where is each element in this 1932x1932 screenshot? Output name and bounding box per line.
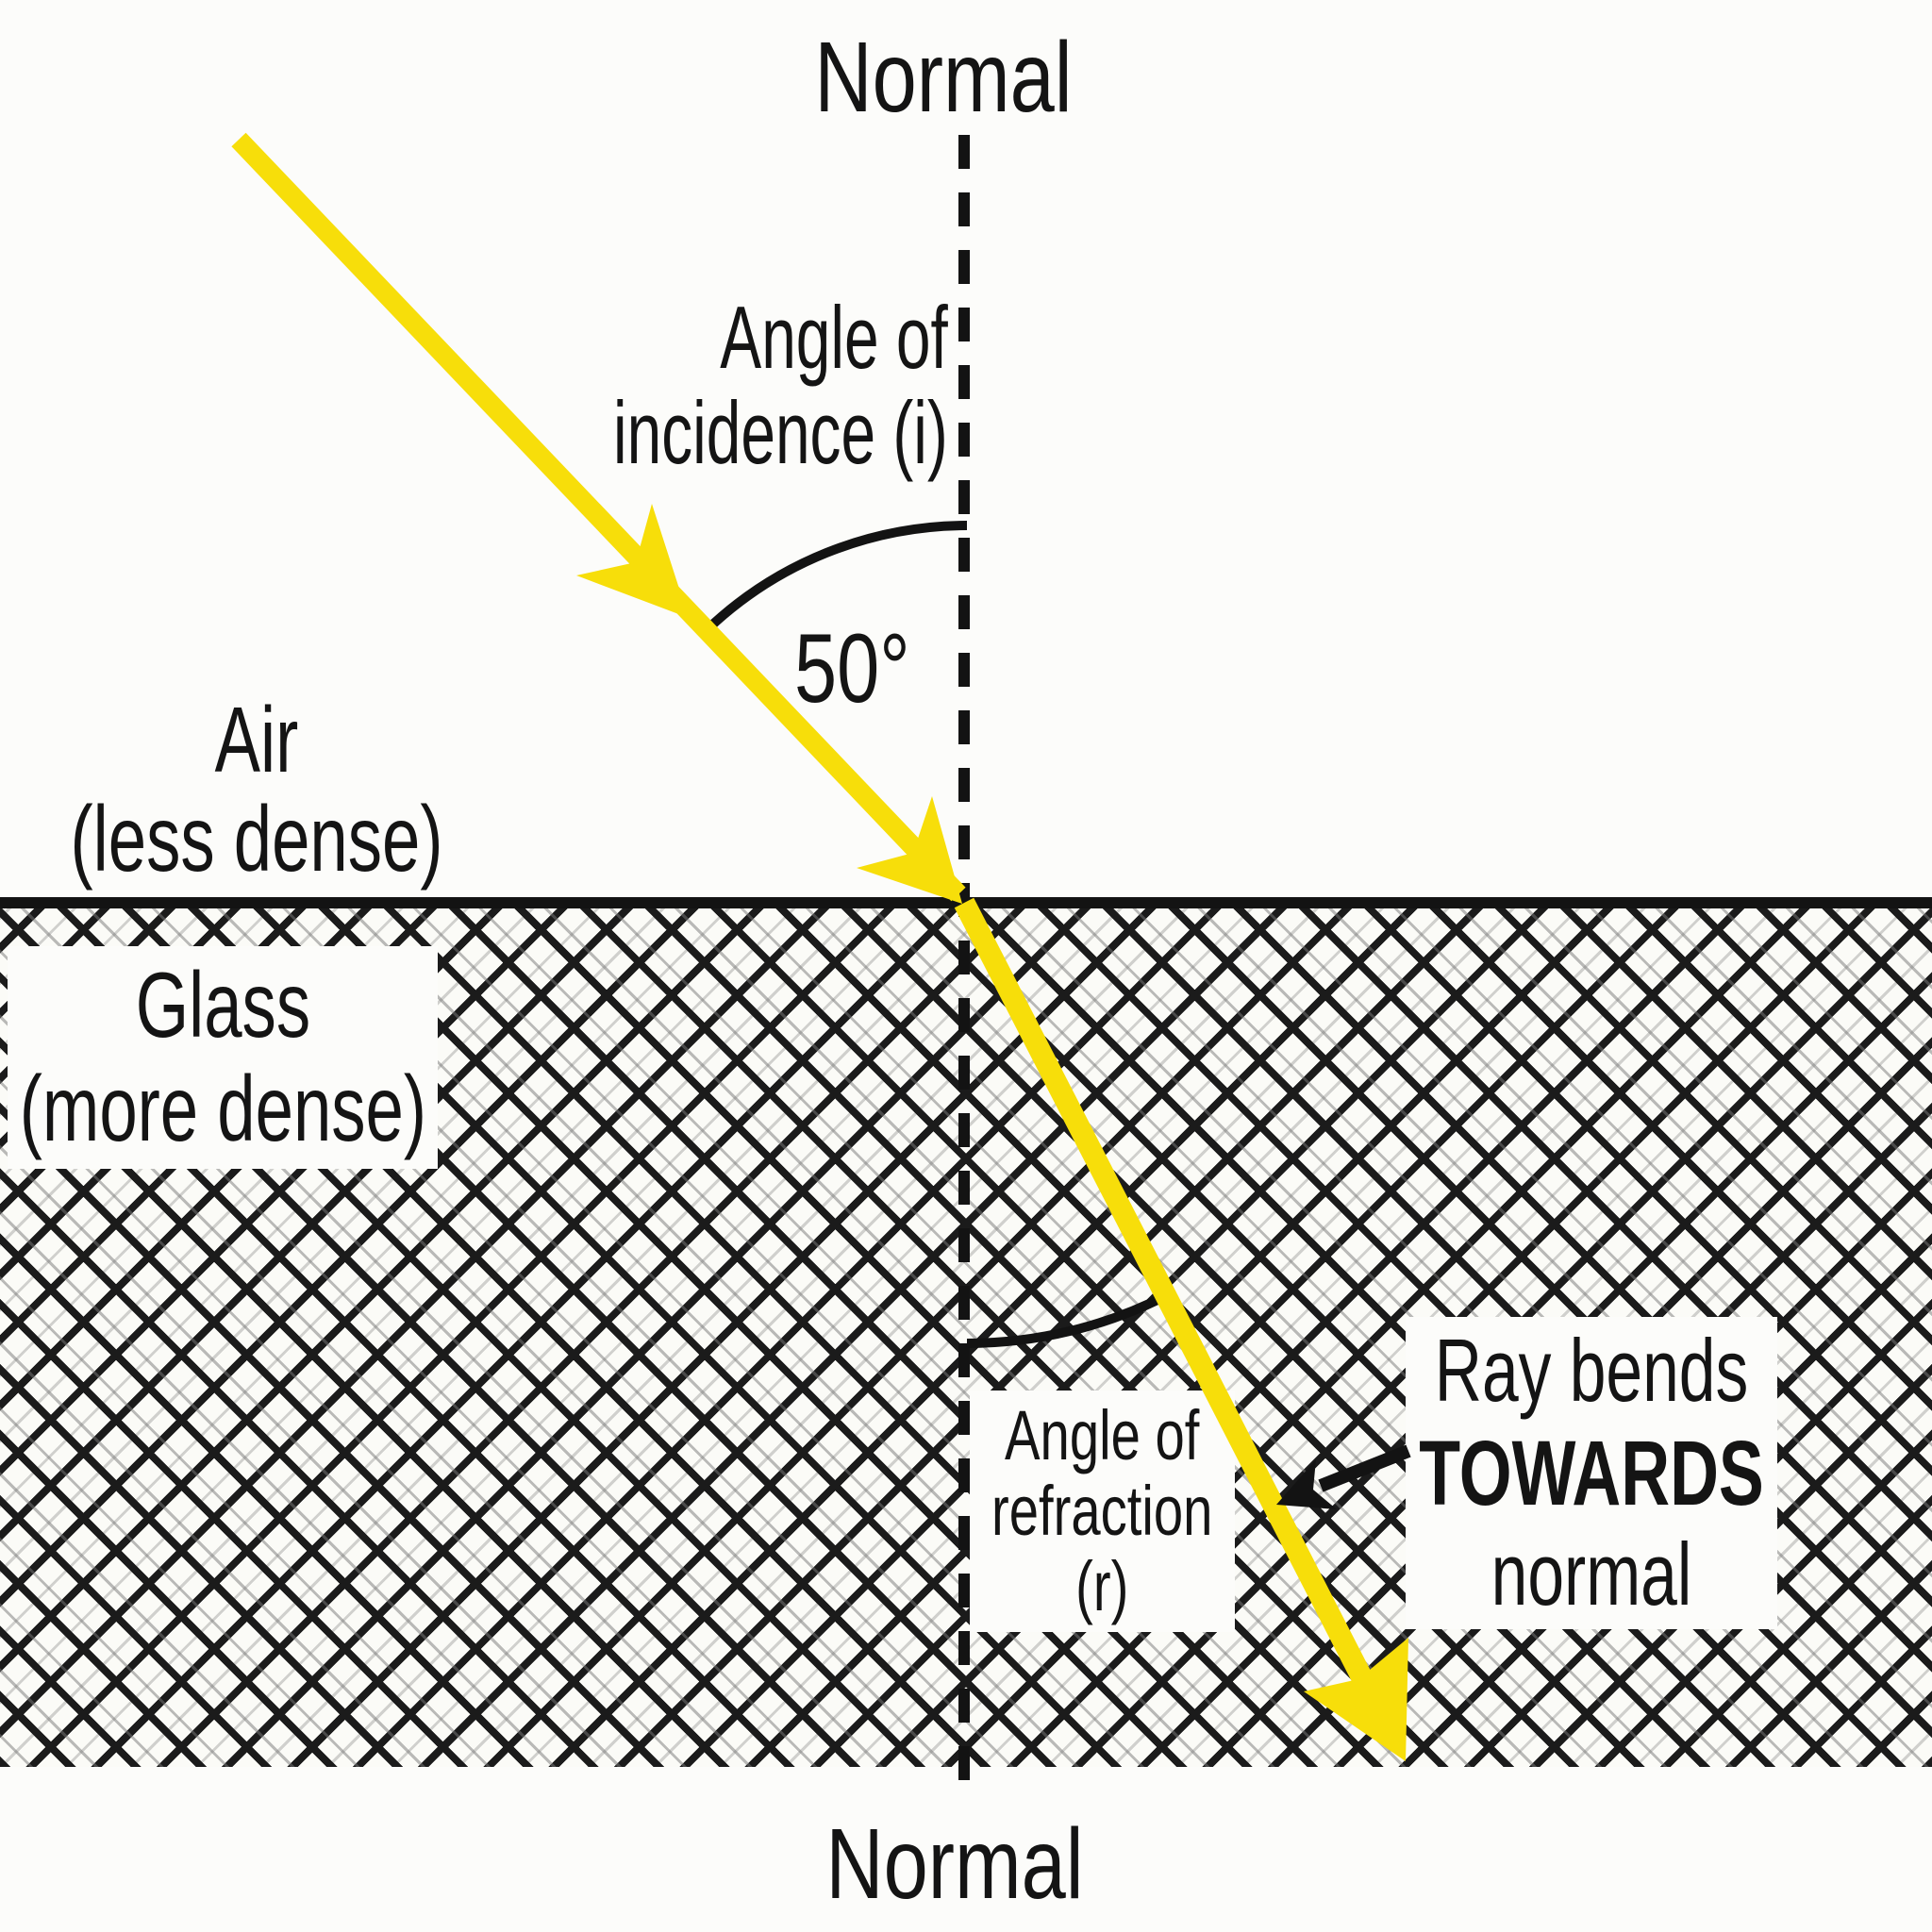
normal-label-bottom: Normal <box>825 1808 1084 1920</box>
annotation-arrow-shaft <box>1318 1444 1411 1492</box>
incidence-angle-value: 50° <box>794 614 910 724</box>
glass-label: Glass (more dense) <box>19 953 426 1161</box>
refracted-ray-arrowhead <box>1304 1638 1408 1761</box>
incidence-label-line2: incidence (i) <box>613 382 948 482</box>
annotation-line1: Ray bends <box>1434 1321 1749 1421</box>
refraction-label-line2: refraction <box>991 1472 1213 1551</box>
incident-ray-arrowhead-mid <box>576 504 689 618</box>
refracted-ray <box>954 897 1388 1713</box>
angle-of-incidence-label: Angle of incidence (i) <box>613 288 948 482</box>
annotation-arrowhead-icon <box>1276 1459 1337 1509</box>
ray-bends-annotation: Ray bends TOWARDS normal <box>1419 1321 1764 1624</box>
annotation-line3: normal <box>1491 1524 1692 1624</box>
incident-ray-arrowhead-at-interface <box>857 796 962 904</box>
refraction-angle-arc <box>966 1291 1170 1348</box>
refraction-label-line1: Angle of <box>1005 1396 1200 1475</box>
glass-density-note: (more dense) <box>19 1057 426 1160</box>
bottom-margin <box>0 1767 1932 1932</box>
angle-of-refraction-label-box: Angle of refraction (r) <box>970 1391 1235 1632</box>
ray-bends-annotation-box: Ray bends TOWARDS normal <box>1406 1317 1777 1629</box>
normal-label-top: Normal <box>814 22 1073 133</box>
refraction-label-line3: (r) <box>1075 1546 1129 1625</box>
incident-ray <box>231 132 966 902</box>
angle-of-refraction-label: Angle of refraction (r) <box>991 1398 1212 1624</box>
glass-name: Glass <box>135 953 310 1058</box>
incidence-angle-arc <box>703 521 968 634</box>
air-label: Air (less dense) <box>70 691 442 889</box>
annotation-line2: TOWARDS <box>1419 1421 1764 1524</box>
air-name: Air <box>214 688 299 791</box>
glass-label-box: Glass (more dense) <box>8 946 438 1169</box>
incidence-label-line1: Angle of <box>720 288 948 387</box>
air-density-note: (less dense) <box>70 786 443 891</box>
